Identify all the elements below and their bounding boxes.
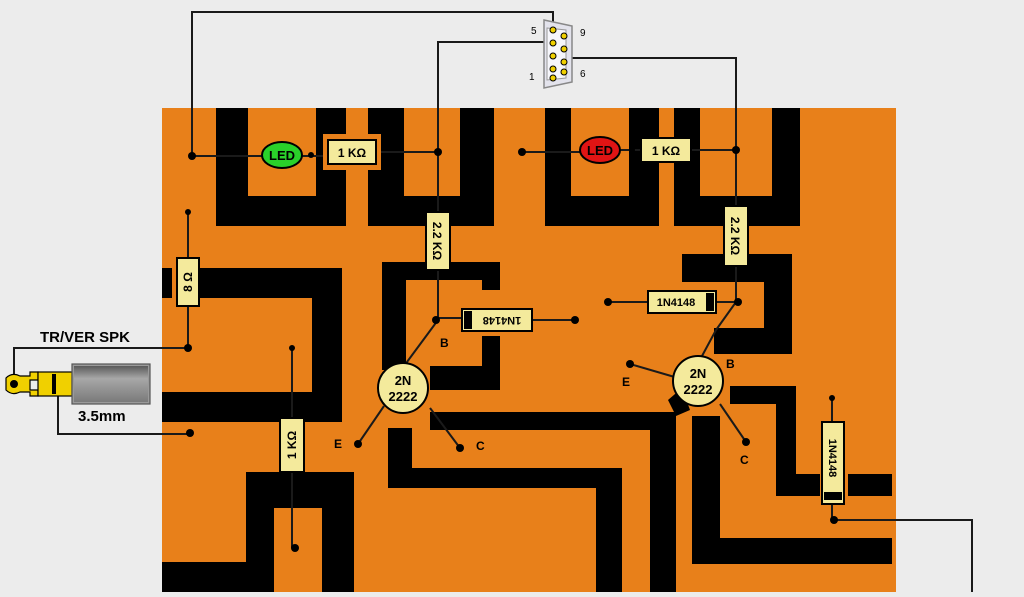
transistor-right: 2N 2222 B E C (622, 355, 749, 467)
wiring (13, 11, 973, 592)
diode-vertical-label: 1N4148 (826, 439, 838, 478)
resistor-led-left-label: 1 KΩ (338, 146, 367, 160)
transistor-right-e-label: E (622, 375, 630, 389)
transistor-left-c-label: C (476, 439, 485, 453)
db9-pin-1-label: 1 (529, 72, 535, 83)
diode-right: 1N4148 (647, 290, 717, 314)
transistor-right-c-label: C (740, 453, 749, 467)
resistor-led-right-label: 1 KΩ (652, 144, 681, 158)
resistor-speaker: 8 Ω (176, 257, 200, 307)
solder-nodes (184, 146, 838, 552)
audio-jack-size: 3.5mm (78, 408, 126, 425)
led-right: LED (579, 136, 621, 164)
db9-connector: 5 9 1 6 (529, 19, 586, 89)
db9-pin-9-label: 9 (580, 28, 586, 39)
diode-left: 1N4148 (461, 308, 533, 332)
db9-pin-5-label: 5 (531, 26, 537, 37)
led-left-label: LED (269, 148, 295, 163)
transistor-left-line2: 2222 (389, 389, 418, 404)
db9-pin-6-label: 6 (580, 69, 586, 80)
led-right-label: LED (587, 143, 613, 158)
audio-jack: TR/VER SPK 3.5mm (5, 329, 151, 425)
resistor-lower: 1 KΩ (279, 417, 305, 473)
transistor-right-b-label: B (726, 357, 735, 371)
resistor-base-right: 2.2 KΩ (723, 205, 749, 267)
resistor-led-right: 1 KΩ (640, 137, 692, 163)
diode-left-label: 1N4148 (483, 314, 522, 326)
led-left: LED (261, 141, 303, 169)
transistor-left-b-label: B (440, 336, 449, 350)
diode-right-label: 1N4148 (657, 297, 696, 309)
resistor-led-left: 1 KΩ (323, 134, 381, 170)
resistor-base-left: 2.2 KΩ (425, 211, 451, 271)
resistor-speaker-label: 8 Ω (181, 272, 195, 292)
transistor-left-e-label: E (334, 437, 342, 451)
transistor-right-line1: 2N (690, 366, 707, 381)
transistor-left-line1: 2N (395, 373, 412, 388)
audio-jack-title: TR/VER SPK (40, 329, 130, 346)
transistor-left: 2N 2222 B E C (334, 336, 485, 453)
diode-vertical: 1N4148 (821, 421, 845, 505)
transistor-right-line2: 2222 (684, 382, 713, 397)
resistor-base-left-label: 2.2 KΩ (430, 222, 444, 261)
resistor-base-right-label: 2.2 KΩ (728, 217, 742, 256)
resistor-lower-label: 1 KΩ (285, 430, 299, 459)
